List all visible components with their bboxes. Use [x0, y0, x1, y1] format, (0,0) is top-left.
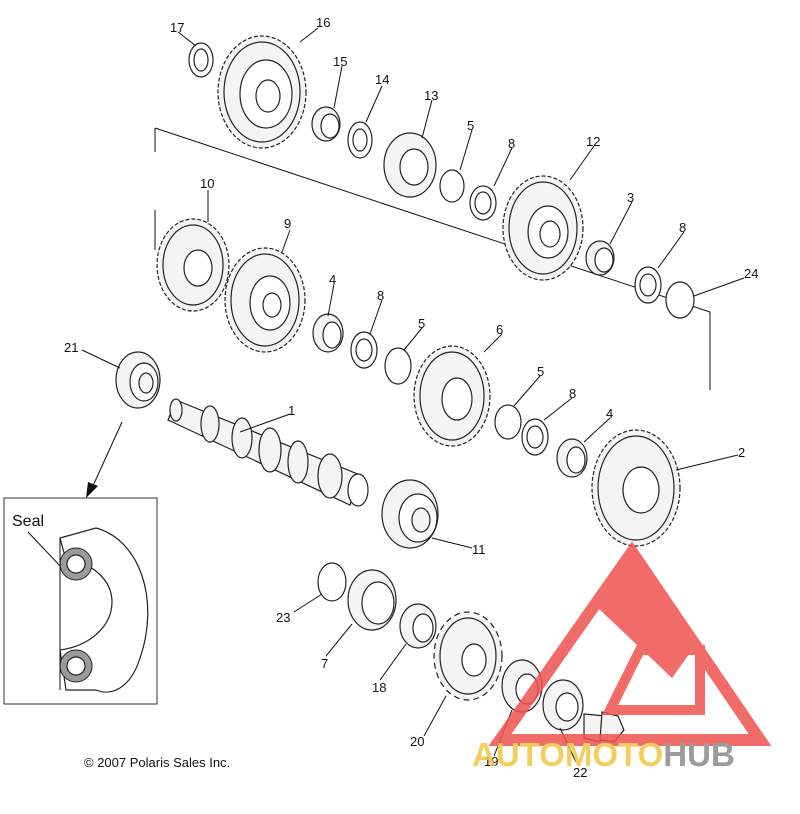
callout-9: 9 — [284, 216, 291, 231]
callout-8: 8 — [377, 288, 384, 303]
part-1-shaft — [167, 398, 369, 507]
callout-2: 2 — [738, 445, 745, 460]
callout-17: 17 — [170, 20, 184, 35]
part-13-hub — [383, 132, 437, 198]
part-7-seal — [347, 569, 397, 631]
callout-8: 8 — [569, 386, 576, 401]
callout-21: 21 — [64, 340, 78, 355]
callout-24: 24 — [744, 266, 758, 281]
part-3-needle-bearing — [585, 240, 615, 276]
callout-16: 16 — [316, 15, 330, 30]
inset-pointer-arrow — [86, 421, 123, 498]
callout-23: 23 — [276, 610, 290, 625]
part-16-gear — [217, 35, 307, 149]
part-8-washer — [634, 266, 662, 304]
copyright-text: © 2007 Polaris Sales Inc. — [84, 755, 230, 770]
part-9-gear — [224, 247, 306, 353]
callout-8: 8 — [679, 220, 686, 235]
part-18-collar — [399, 603, 437, 649]
part-5-snap-ring — [384, 347, 412, 385]
part-11-ball-bearing — [381, 479, 439, 549]
callout-3: 3 — [627, 190, 634, 205]
callout-4: 4 — [606, 406, 613, 421]
callout-5: 5 — [418, 316, 425, 331]
callout-22: 22 — [573, 765, 587, 780]
part-5-snap-ring — [439, 169, 465, 203]
part-14-washer — [347, 121, 373, 159]
part-12-gear — [502, 175, 584, 281]
callout-1: 1 — [288, 403, 295, 418]
callout-10: 10 — [200, 176, 214, 191]
callout-13: 13 — [424, 88, 438, 103]
part-17-washer — [188, 42, 214, 78]
callout-6: 6 — [496, 322, 503, 337]
part-4-needle-bearing — [556, 438, 588, 478]
part-8-washer — [350, 331, 378, 369]
part-4-needle-bearing — [312, 313, 344, 353]
callout-11: 11 — [472, 542, 486, 557]
part-5-snap-ring — [494, 404, 522, 440]
callout-18: 18 — [372, 680, 386, 695]
part-15-needle-bearing — [311, 106, 341, 142]
callout-5: 5 — [467, 118, 474, 133]
callout-12: 12 — [586, 134, 600, 149]
callout-labels: 17 16 15 14 13 5 8 12 3 8 24 10 9 4 8 5 … — [64, 15, 758, 780]
callout-5: 5 — [537, 364, 544, 379]
part-21-ball-bearing — [115, 351, 161, 409]
part-6-gear — [413, 345, 491, 447]
callout-14: 14 — [375, 72, 389, 87]
callout-20: 20 — [410, 734, 424, 749]
part-23-ring — [317, 562, 347, 602]
seal-label: Seal — [12, 513, 44, 530]
part-8-washer — [469, 185, 497, 221]
watermark-auto: AUTOMOTOHUB — [472, 736, 735, 773]
frame-line — [154, 127, 711, 313]
leader-lines — [81, 27, 745, 763]
callout-4: 4 — [329, 272, 336, 287]
callout-8: 8 — [508, 136, 515, 151]
automotohub-watermark: AUTOMOTOHUB — [472, 541, 772, 773]
part-10-gear — [156, 218, 230, 312]
callout-19: 19 — [484, 754, 498, 769]
part-2-gear — [591, 429, 681, 547]
part-20-sprocket — [433, 611, 503, 701]
part-8-washer — [521, 418, 549, 456]
seal-detail-inset: Seal — [3, 497, 158, 705]
callout-7: 7 — [321, 656, 328, 671]
part-24-ring — [665, 281, 695, 319]
callout-15: 15 — [333, 54, 347, 69]
